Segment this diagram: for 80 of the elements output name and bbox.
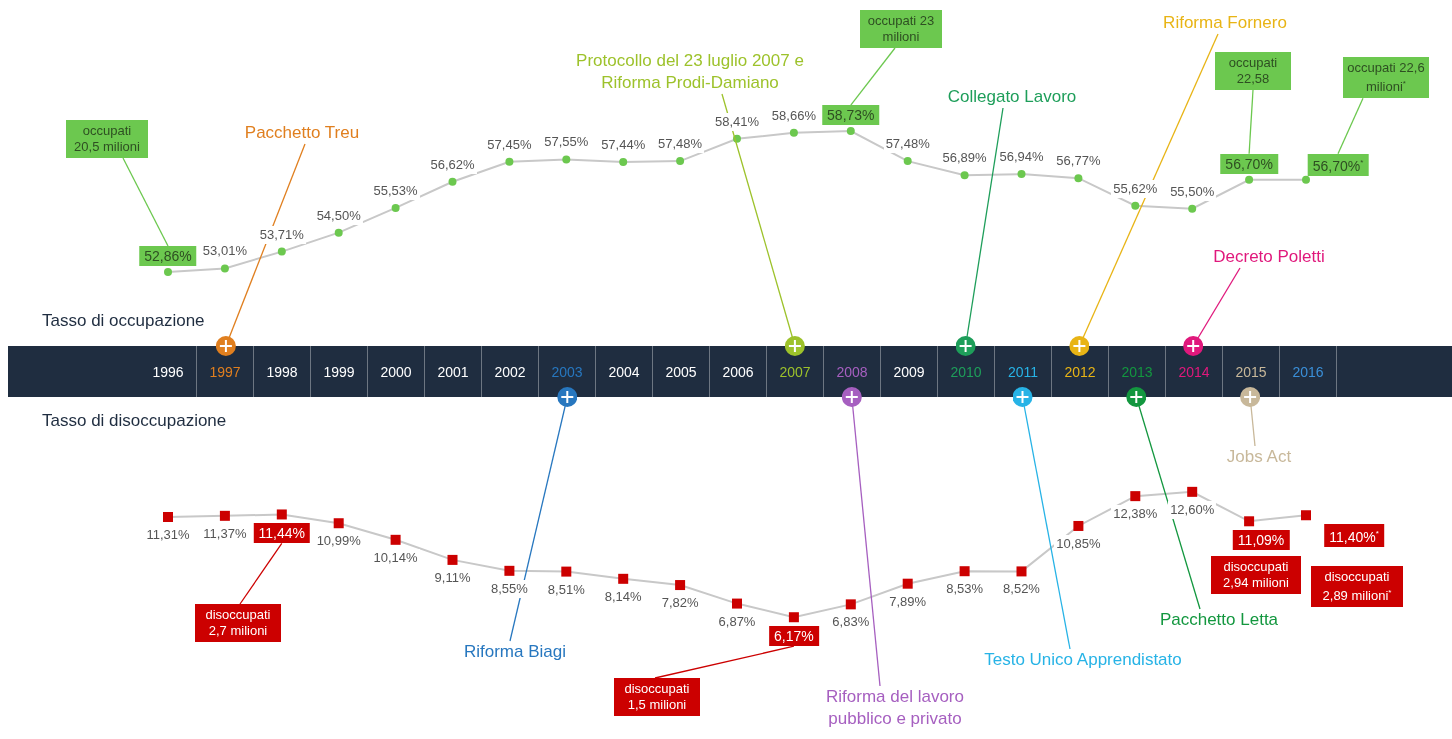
year-label: 2015 (1223, 346, 1280, 397)
value-tag: 52,86% (139, 246, 197, 266)
pin-line (954, 107, 1004, 357)
leader-line (122, 157, 169, 247)
data-label: 58,73% (827, 107, 875, 124)
event-label: Pacchetto Treu (232, 122, 372, 144)
year-label: 2012 (1052, 346, 1109, 397)
value-label: 55,62% (1111, 179, 1160, 198)
leader-line (1337, 97, 1364, 155)
year-label: 1996 (140, 346, 197, 397)
data-label: 11,44% (258, 525, 306, 542)
year-label: 1999 (311, 346, 368, 397)
year-label: 2011 (995, 346, 1052, 397)
year-label: 2003 (539, 346, 596, 397)
callout-box: occupati 22,6 milioni$^{*}$ (1343, 57, 1429, 99)
leader-line (1248, 89, 1254, 155)
event-label: Jobs Act (1216, 446, 1302, 468)
leader-line (239, 542, 283, 605)
year-label: 2001 (425, 346, 482, 397)
callout-box: disoccupati 2,7 milioni (195, 604, 281, 642)
value-tag: 58,73% (822, 105, 880, 126)
year-label: 2010 (938, 346, 995, 397)
year-label: 2000 (368, 346, 425, 397)
value-label: 12,60% (1168, 500, 1217, 519)
year-label: 2007 (767, 346, 824, 397)
year-label: 2002 (482, 346, 539, 397)
event-label: Collegato Lavoro (932, 86, 1092, 108)
value-label: 58,41% (712, 112, 762, 131)
pin-line (721, 93, 806, 357)
year-label: 1997 (197, 346, 254, 397)
year-label: 1998 (254, 346, 311, 397)
pin-line (1239, 386, 1262, 447)
data-label: 6,17% (774, 628, 814, 645)
callout-box: disoccupati 2,94 milioni (1211, 556, 1301, 594)
value-tag: 11,44% (253, 523, 310, 544)
pin-line (509, 386, 579, 642)
value-tag: 56,70% (1220, 153, 1278, 174)
year-label: 2013 (1109, 346, 1166, 397)
year-label: 2006 (710, 346, 767, 397)
value-tag: 11,09% (1232, 530, 1290, 551)
data-label: 56,70% (1225, 155, 1273, 172)
data-label: 11,09% (1237, 532, 1285, 549)
value-tag: 6,17% (769, 626, 819, 647)
value-label: 10,85% (1054, 534, 1103, 553)
year-label: 2008 (824, 346, 881, 397)
year-label: 2014 (1166, 346, 1223, 397)
pin-line (1068, 33, 1219, 357)
series-label: Tasso di disoccupazione (42, 411, 227, 431)
callout-box: disoccupati 1,5 milioni (614, 678, 700, 716)
value-tag: 56,70%$^{*}$ (1307, 153, 1369, 177)
pin-line (840, 386, 881, 687)
year-label: 2004 (596, 346, 653, 397)
pin-line (214, 143, 306, 357)
callout-box: occupati 20,5 milioni (66, 120, 148, 158)
series-label: Tasso di occupazione (42, 311, 205, 331)
data-label: 52,86% (144, 248, 192, 264)
pin-line (1182, 267, 1241, 357)
callout-box: disoccupati 2,89 milioni$^{*}$ (1311, 566, 1403, 608)
year-label: 2005 (653, 346, 710, 397)
event-label: Riforma Biagi (450, 641, 580, 663)
value-label: 10,14% (371, 548, 420, 567)
leader-line (850, 47, 896, 106)
data-label: 56,70%$^{*}$ (1312, 158, 1364, 175)
value-tag: 11,40%$^{*}$ (1324, 524, 1384, 547)
event-label: Protocollo del 23 luglio 2007 e Riforma Prodi-Damiano (552, 50, 828, 94)
pin-line (1011, 386, 1071, 650)
year-label: 2009 (881, 346, 938, 397)
year-label: 2016 (1280, 346, 1337, 397)
callout-box: occupati 22,58 (1215, 52, 1291, 90)
event-label: Decreto Poletti (1200, 246, 1338, 268)
event-label: Riforma Fornero (1158, 12, 1292, 34)
event-label: Pacchetto Letta (1144, 609, 1294, 631)
callout-box: occupati 23 milioni (860, 10, 942, 48)
pin-line (1125, 386, 1201, 610)
value-label: 53,71% (257, 225, 306, 244)
event-label: Riforma del lavoro pubblico e privato (800, 686, 990, 730)
event-label: Testo Unico Apprendistato (958, 649, 1208, 671)
value-label: 8,55% (488, 579, 530, 598)
leader-line (654, 645, 795, 679)
data-label: 11,40%$^{*}$ (1329, 528, 1379, 545)
